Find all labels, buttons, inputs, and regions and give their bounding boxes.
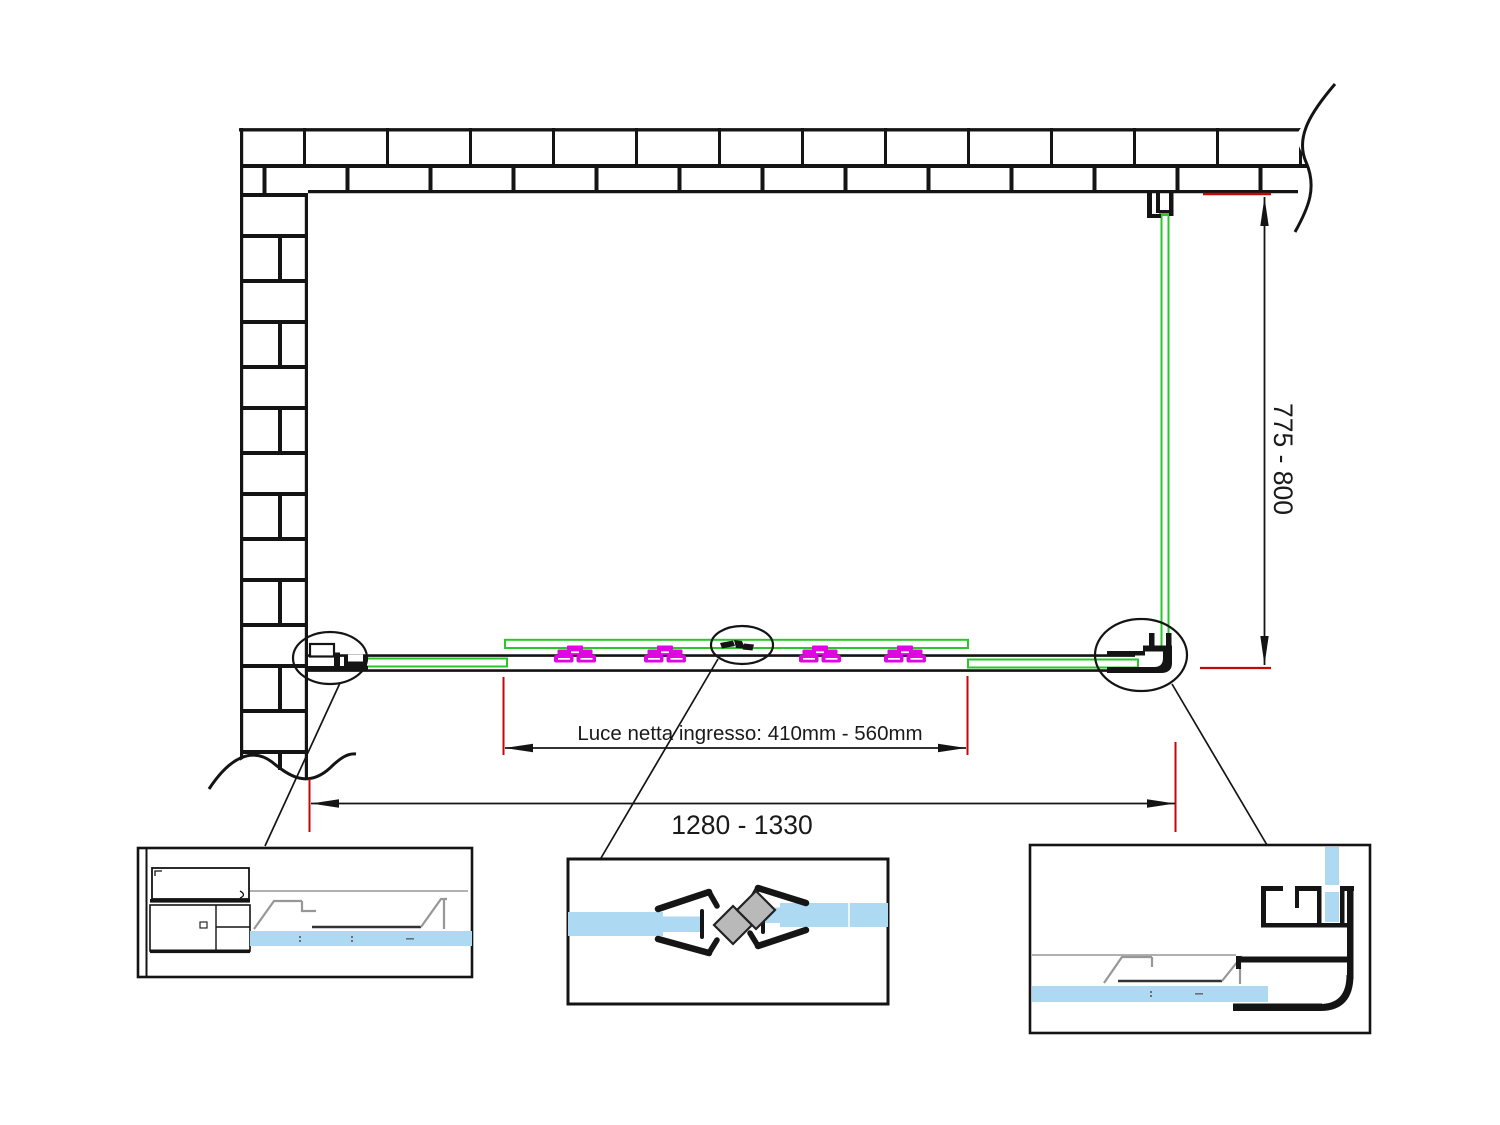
- detail-center-magnet-seal: [566, 857, 890, 1006]
- wall-bottom-break-mask: [204, 754, 362, 815]
- width-dimension-label: 1280 - 1330: [671, 810, 812, 840]
- wall-right-break-line: [1293, 83, 1337, 233]
- glass-return-panel: [1160, 214, 1170, 651]
- shower-plan: [308, 193, 1174, 673]
- magnet-block-2: [735, 889, 777, 931]
- callout-ellipse-center: [709, 624, 775, 666]
- glass-section-return: [1325, 847, 1339, 922]
- glass-section-door-right: [780, 903, 888, 927]
- wall-bracket-top: [1147, 193, 1174, 218]
- glass-section-door-left: [568, 912, 663, 936]
- dimensions: 775 - 800 Luce netta ingresso: 410mm - 5…: [308, 192, 1298, 840]
- dimension-entry: Luce netta ingresso: 410mm - 560mm: [502, 676, 969, 755]
- callout-leader-center: [600, 658, 719, 859]
- depth-dimension-label: 775 - 800: [1268, 403, 1298, 515]
- glass-section-sliding: [1032, 986, 1268, 1002]
- wall-top-band: [240, 128, 1310, 193]
- entry-dimension-label: Luce netta ingresso: 410mm - 560mm: [577, 722, 922, 745]
- glass-fixed-left: [362, 657, 508, 668]
- wall-bracket-left: [308, 642, 368, 671]
- wall-left-band: [240, 193, 308, 770]
- callout-ellipse-left: [291, 630, 369, 686]
- wall-bottom-break-line: [207, 752, 357, 790]
- glass-section-left-detail: [250, 931, 472, 946]
- glass-fixed-right: [967, 658, 1139, 669]
- brick-wall: [204, 83, 1350, 815]
- corner-profile-bottom: [1107, 633, 1172, 673]
- dimension-width: 1280 - 1330: [308, 742, 1177, 840]
- detail-right-corner-profile: [1028, 843, 1372, 1035]
- detail-left-wall-profile: [136, 846, 474, 979]
- callout-leader-right: [1171, 683, 1268, 846]
- dimension-depth: 775 - 800: [1260, 197, 1298, 665]
- callout-leader-left: [264, 682, 341, 847]
- callout-ellipse-right: [1093, 617, 1189, 693]
- detail-callouts: [264, 617, 1268, 859]
- center-door-connector: [720, 640, 754, 651]
